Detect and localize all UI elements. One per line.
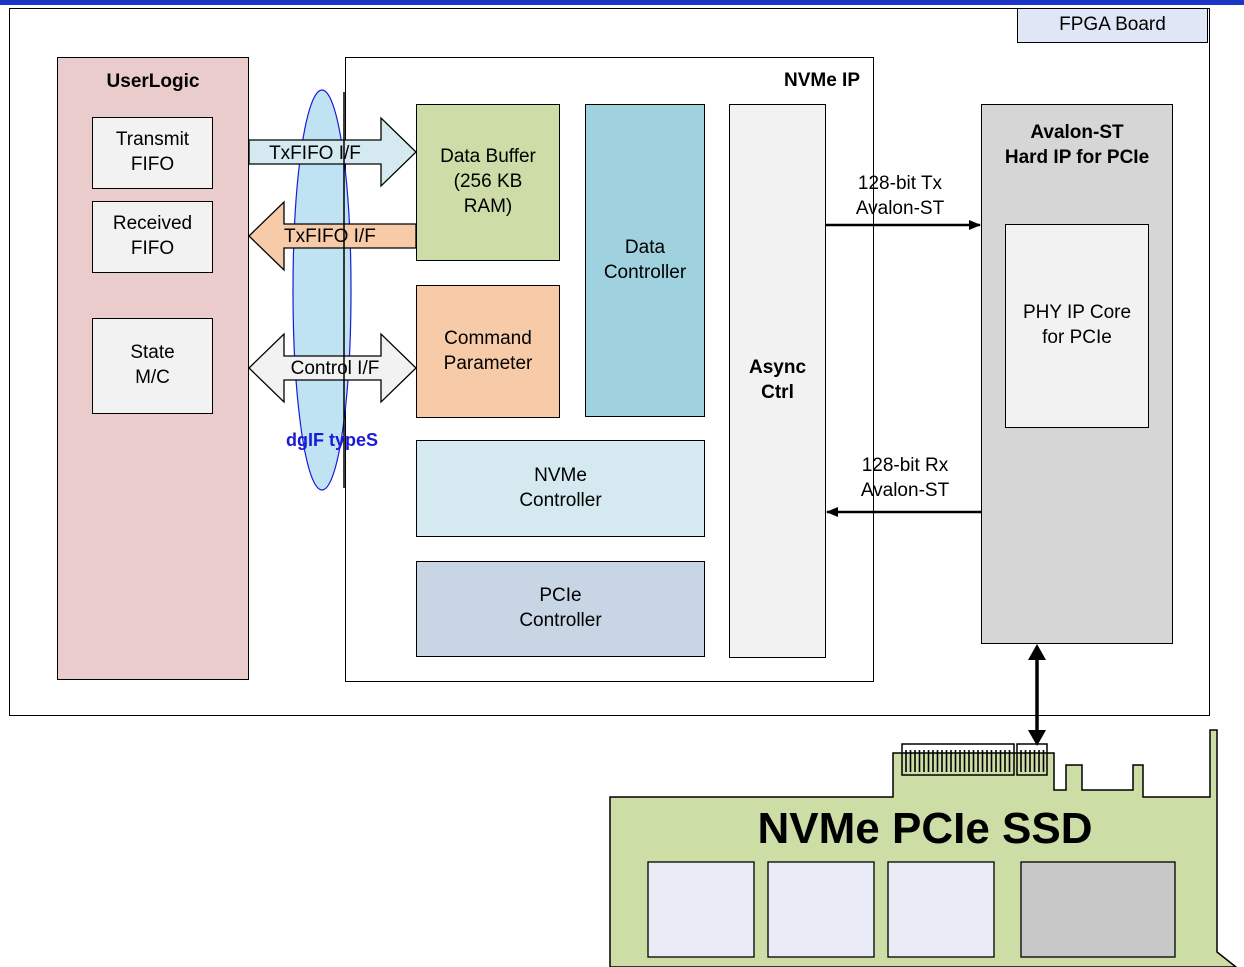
pcie-controller-block: PCIe Controller [416, 561, 705, 657]
fpga-board-label: FPGA Board [1017, 8, 1208, 43]
ssd-chip-2 [767, 861, 875, 958]
ssd-chip-3 [887, 861, 995, 958]
user-logic-title: UserLogic [106, 71, 200, 92]
top-bar [0, 0, 1244, 5]
command-parameter-block: Command Parameter [416, 285, 560, 418]
data-buffer-block: Data Buffer (256 KB RAM) [416, 104, 560, 261]
ssd-controller-chip [1020, 861, 1176, 958]
nvme-ip-title: NVMe IP [783, 70, 860, 91]
dgif-typeS-label: dgIF typeS [285, 430, 378, 450]
ssd-label: NVMe PCIe SSD [757, 804, 1093, 853]
tx-fifo-if-label: TxFIFO I/F [269, 143, 361, 164]
ssd-edge-connector [901, 743, 1048, 776]
phy-ip-core-block: PHY IP Core for PCIe [1005, 224, 1149, 428]
async-ctrl-block: Async Ctrl [729, 104, 826, 658]
rx-fifo-if-label: TxFIFO I/F [284, 226, 376, 247]
rx-avalon-label: 128-bit Rx Avalon-ST [860, 455, 950, 501]
dgif-ellipse [292, 89, 352, 491]
nvme-controller-block: NVMe Controller [416, 440, 705, 537]
transmit-fifo-block: Transmit FIFO [92, 117, 213, 189]
tx-avalon-label: 128-bit Tx Avalon-ST [855, 173, 945, 219]
tx-fifo-if-arrow [248, 116, 417, 188]
ssd-chip-1 [647, 861, 755, 958]
state-mc-block: State M/C [92, 318, 213, 414]
control-if-arrow [248, 332, 417, 404]
hard-ip-title: Avalon-ST Hard IP for PCIe [1004, 122, 1150, 168]
control-if-label: Control I/F [290, 358, 380, 379]
received-fifo-block: Received FIFO [92, 201, 213, 273]
data-controller-block: Data Controller [585, 104, 705, 417]
rx-fifo-if-arrow [248, 200, 417, 272]
